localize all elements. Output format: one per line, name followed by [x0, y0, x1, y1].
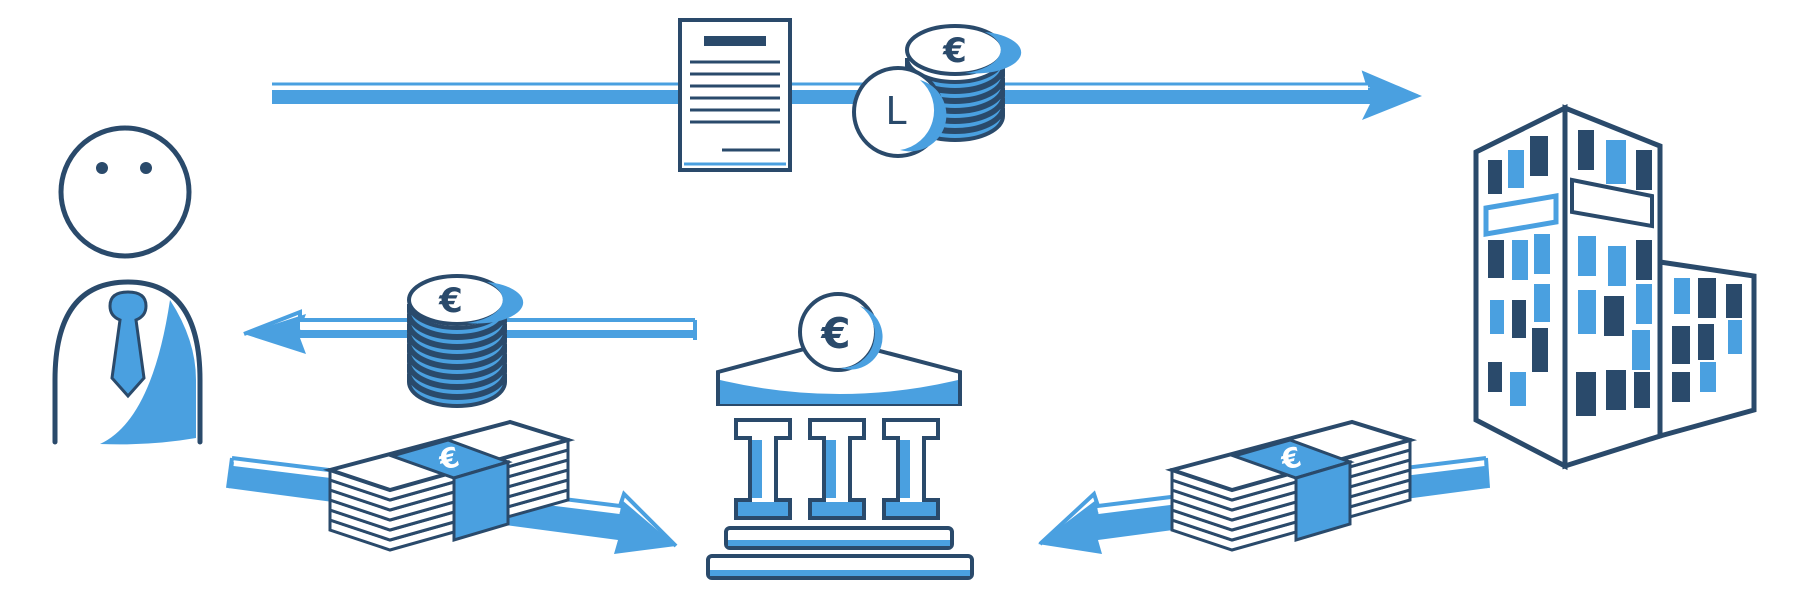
euro-banknotes-stack-icon: € [323, 419, 576, 552]
euro-symbol: € [438, 281, 463, 321]
contract-document-icon [678, 18, 792, 172]
office-building-icon [1473, 103, 1757, 471]
euro-coins-stack-icon: € [407, 274, 526, 408]
clock-hands-glyph: L [885, 89, 906, 133]
euro-coins-stack-icon: € [905, 24, 1024, 142]
flow-arrow-top [272, 70, 1422, 120]
euro-banknotes-stack-icon: € [1165, 419, 1418, 552]
businessman-icon [52, 125, 203, 445]
bank-building-icon: € [706, 292, 974, 580]
euro-symbol: € [942, 31, 967, 71]
clock-icon: L [852, 66, 947, 158]
euro-symbol: € [820, 309, 850, 358]
